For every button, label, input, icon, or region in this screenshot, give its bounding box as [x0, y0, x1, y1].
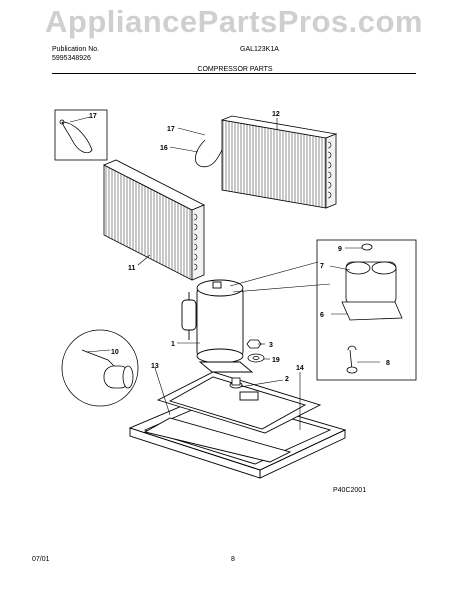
drain-pan-13	[143, 371, 322, 463]
footer-date: 07/01	[32, 556, 50, 563]
evaporator-coil-11	[103, 159, 205, 281]
washer-19	[247, 353, 265, 363]
callout-6: 6	[320, 312, 324, 319]
callout-14: 14	[296, 365, 304, 372]
callout-7: 7	[320, 263, 324, 270]
watermark: AppliancePartsPros.com	[45, 4, 423, 39]
callout-1: 1	[171, 341, 175, 348]
callout-17: 17	[167, 126, 175, 133]
grommet-2	[229, 377, 243, 389]
capillary-tube-16	[195, 139, 223, 168]
publication-label: Publication No.	[52, 46, 100, 53]
condenser-coil-12	[220, 115, 338, 209]
callout-12: 12	[272, 111, 280, 118]
nut-3	[246, 339, 262, 349]
callout-10: 10	[111, 349, 119, 356]
base-pan-14	[128, 391, 347, 479]
callout-19: 19	[272, 357, 280, 364]
callout-9: 9	[338, 246, 342, 253]
callout-11: 11	[128, 265, 136, 272]
figure-code: P40C2001	[333, 487, 366, 494]
callout-3: 3	[269, 342, 273, 349]
callout-13: 13	[151, 363, 159, 370]
compressor-1	[181, 279, 254, 373]
publication-number: 5995348926	[52, 55, 91, 62]
header-rule	[52, 73, 416, 74]
inset-overload-assembly	[316, 239, 417, 381]
inset-terminal-cover-10	[61, 329, 139, 407]
page-number: 8	[231, 556, 235, 563]
callout-16: 16	[160, 145, 168, 152]
leader-lines	[69, 116, 380, 430]
callout-17-inset: 17	[89, 113, 97, 120]
callout-8: 8	[386, 360, 390, 367]
model-number: GAL123K1A	[240, 46, 279, 53]
section-title: COMPRESSOR PARTS	[197, 66, 273, 73]
inset-tubing-17	[54, 109, 108, 161]
callout-2: 2	[285, 376, 289, 383]
